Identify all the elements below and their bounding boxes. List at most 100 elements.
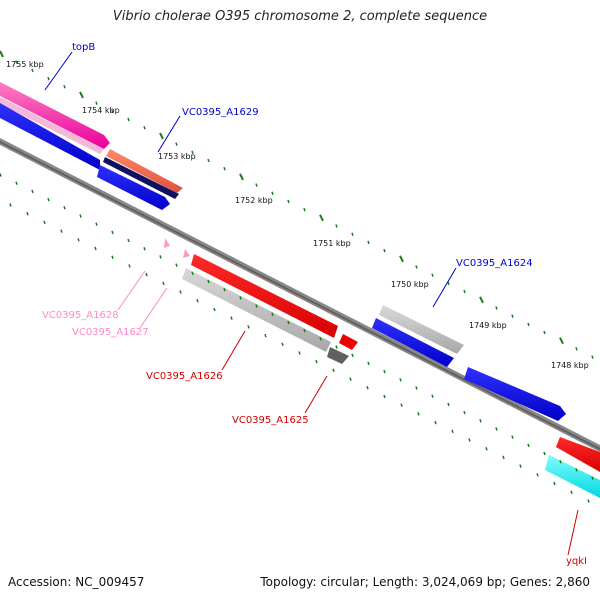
tick-mark — [451, 429, 454, 434]
tick-mark — [47, 76, 50, 81]
tick-mark — [287, 199, 290, 204]
tick-label: 1753 kbp — [158, 152, 196, 161]
tick-mark — [315, 359, 318, 364]
tick-mark — [527, 443, 530, 448]
tick-mark — [63, 206, 66, 210]
tick-mark — [434, 420, 437, 425]
tick-mark — [502, 455, 505, 460]
tick-mark — [431, 273, 434, 277]
tick-mark — [111, 255, 114, 259]
tick-mark — [495, 427, 498, 431]
tick-mark — [463, 289, 466, 294]
feature-gray-fwd — [379, 305, 464, 354]
tick-mark — [191, 271, 194, 276]
tick-mark — [495, 306, 498, 310]
accession-text: Accession: NC_009457 — [8, 575, 145, 589]
gene-label: yqkI — [566, 556, 587, 567]
tick-mark — [431, 394, 434, 398]
gene-label: VC0395_A1627 — [72, 327, 149, 338]
tick-mark — [0, 50, 4, 58]
tick-mark — [485, 446, 488, 451]
tick-mark — [519, 464, 522, 468]
feature-VC0395-A1625 — [327, 347, 349, 364]
tick-mark — [575, 347, 578, 351]
gene-labels: topB VC0395_A1629 VC0395_A1624 VC0395_A1… — [42, 42, 587, 567]
tick-mark — [349, 377, 352, 381]
tick-mark — [143, 125, 146, 130]
feature-VC0395-A1626 — [191, 254, 338, 338]
tick-mark — [127, 238, 130, 243]
tick-mark — [128, 264, 131, 268]
tick-mark — [111, 109, 114, 114]
tick-mark — [591, 355, 594, 359]
tick-mark — [367, 361, 370, 366]
tick-mark — [366, 386, 369, 390]
tick-mark — [95, 101, 98, 105]
tick-mark — [527, 322, 530, 327]
tick-mark — [415, 265, 418, 269]
tick-mark — [9, 203, 12, 207]
gene-label: VC0395_A1626 — [146, 371, 223, 382]
tick-mark — [207, 158, 210, 163]
feature-red-small — [339, 334, 358, 350]
map-title: Vibrio cholerae O395 chromosome 2, compl… — [112, 9, 488, 24]
tick-mark — [43, 220, 46, 225]
tick-mark — [77, 238, 80, 242]
tick-mark — [536, 473, 539, 477]
tick-mark — [319, 337, 322, 341]
tick-mark — [223, 166, 226, 171]
tick-mark — [162, 281, 165, 286]
feature-gray-rev — [182, 268, 331, 352]
tick-mark — [415, 386, 418, 390]
tick-label: 1748 kbp — [551, 361, 589, 370]
feature-blue-rev-2 — [464, 367, 566, 421]
tick-mark — [175, 142, 178, 146]
tick-mark — [335, 224, 338, 228]
tick-mark — [63, 85, 66, 89]
tick-mark — [468, 438, 471, 442]
tick-mark — [143, 246, 146, 251]
tick-label: 1752 kbp — [235, 196, 273, 205]
tick-mark — [351, 353, 354, 357]
tick-mark — [31, 68, 34, 73]
tick-mark — [303, 328, 306, 333]
tick-label: 1755 kbp — [6, 60, 44, 69]
tick-mark — [319, 214, 324, 222]
tick-mark — [145, 272, 148, 277]
tick-mark — [159, 255, 162, 259]
tick-mark — [383, 369, 386, 374]
tick-mark — [287, 320, 290, 325]
tick-mark — [255, 183, 258, 187]
tick-mark — [179, 290, 182, 294]
tick-mark — [587, 499, 590, 503]
tick-mark — [511, 314, 514, 318]
tick-mark — [553, 481, 556, 486]
tick-mark — [575, 468, 578, 472]
feature-topB — [0, 82, 110, 149]
tick-mark — [15, 181, 18, 185]
tick-mark — [26, 211, 29, 216]
reverse-features — [97, 165, 566, 421]
gene-label: VC0395_A1628 — [42, 310, 119, 321]
tick-mark — [271, 191, 274, 196]
tick-mark — [447, 281, 450, 286]
tick-mark — [0, 173, 2, 177]
tick-mark — [79, 214, 82, 218]
gene-label: VC0395_A1625 — [232, 415, 309, 426]
tick-mark — [399, 378, 402, 382]
tick-mark — [79, 91, 84, 99]
tick-mark — [191, 150, 194, 155]
tick-mark — [351, 232, 354, 236]
tick-mark — [479, 296, 484, 304]
tick-mark — [400, 403, 403, 407]
tick-mark — [281, 342, 284, 347]
feature-VC0395-A1629 — [106, 149, 183, 193]
tick-mark — [367, 240, 370, 245]
tick-mark — [175, 263, 178, 267]
tick-mark — [383, 394, 386, 399]
tick-mark — [247, 325, 250, 329]
tick-mark — [570, 490, 573, 494]
tick-mark — [543, 451, 546, 456]
tick-mark — [463, 410, 466, 415]
tick-label: 1750 kbp — [391, 280, 429, 289]
